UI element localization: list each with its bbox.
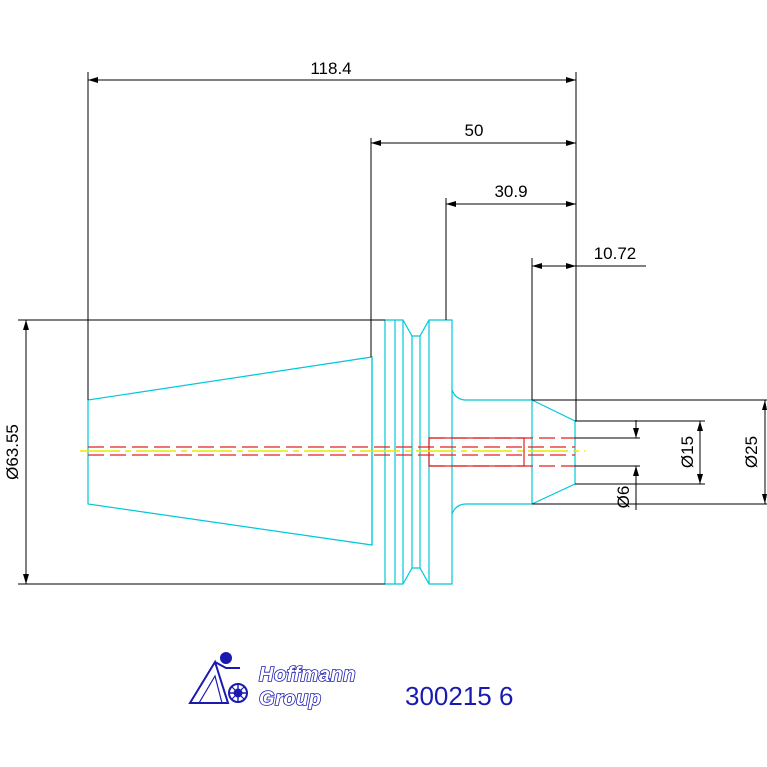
part-number: 300215 6	[405, 681, 513, 711]
dim-inner-diameter: Ø6	[614, 486, 633, 509]
dim-flange-to-end: 30.9	[494, 182, 527, 201]
hoffmann-logo: Hoffmann Group	[188, 652, 356, 711]
part-outline	[87, 319, 576, 585]
logo-emblem	[188, 652, 248, 704]
dim-tip-length: 10.72	[594, 244, 637, 263]
dimension-arrows	[23, 77, 767, 584]
dim-bore-diameter: Ø15	[678, 436, 697, 468]
dim-taper-to-end: 50	[465, 121, 484, 140]
bore-outline	[428, 437, 525, 467]
dimension-lines	[18, 72, 767, 585]
logo-text-line2: Group	[259, 688, 322, 710]
taper-outline-top	[87, 356, 373, 452]
logo-text-line1: Hoffmann	[259, 664, 356, 686]
shank-outline-top	[451, 389, 532, 401]
taper-outline-bottom	[87, 452, 373, 546]
dim-overall-length: 118.4	[310, 59, 351, 78]
dim-shank-diameter: Ø25	[742, 436, 761, 468]
dim-flange-diameter: Ø63.55	[3, 424, 22, 480]
nose-outline	[531, 399, 576, 505]
hidden-lines	[88, 437, 575, 467]
shank-outline-bottom	[451, 503, 532, 515]
